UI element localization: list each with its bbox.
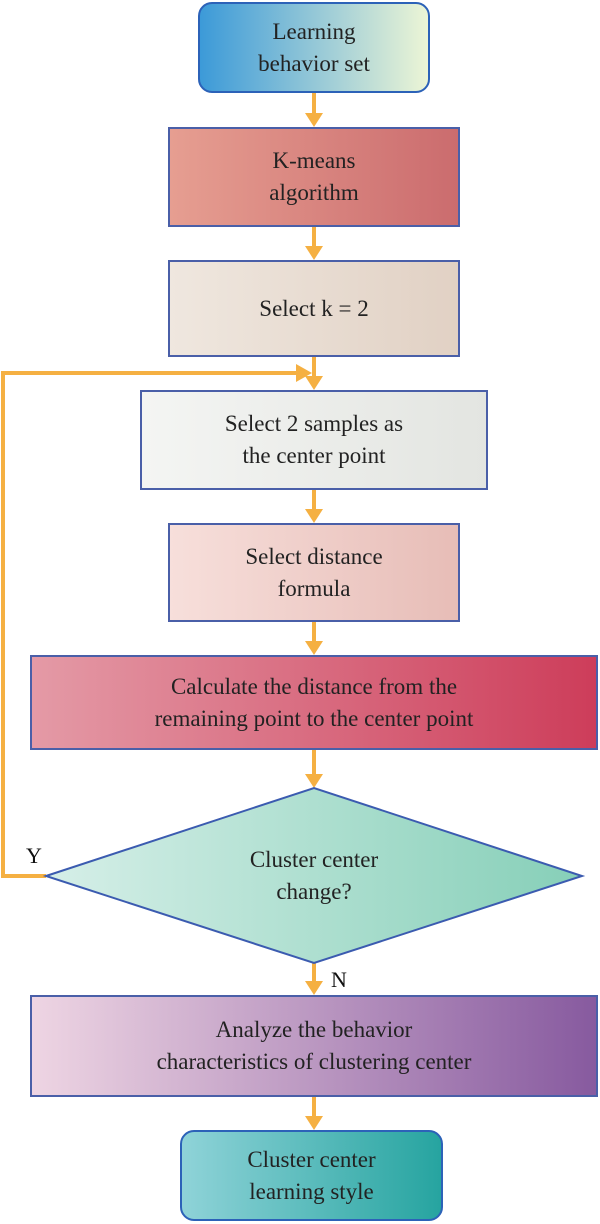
analyze-node: Analyze the behavior characteristics of …	[30, 995, 598, 1097]
calculate-node: Calculate the distance from the remainin…	[30, 655, 598, 750]
select-k-node: Select k = 2	[168, 260, 460, 357]
arrowhead	[305, 774, 323, 788]
start-node: Learning behavior set	[198, 2, 430, 93]
select-samples-node-label: Select 2 samples as the center point	[224, 411, 404, 468]
end-node-label: Cluster center learning style	[247, 1146, 376, 1204]
kmeans-node-label: K-means algorithm	[269, 148, 359, 205]
calculate-node-label: Calculate the distance from the remainin…	[154, 673, 474, 731]
arrowhead	[305, 113, 323, 127]
start-node-label: Learning behavior set	[258, 18, 370, 76]
select-samples-node: Select 2 samples as the center point	[140, 390, 488, 490]
no-label: N	[331, 967, 347, 992]
distance-formula-node-label: Select distance formula	[245, 543, 383, 601]
loop-back-line	[1, 371, 298, 878]
arrowhead	[305, 376, 323, 390]
arrowhead	[305, 1116, 323, 1130]
distance-formula-node: Select distance formula	[168, 523, 460, 622]
select-k-node-label: Select k = 2	[259, 295, 369, 321]
end-node: Cluster center learning style	[180, 1130, 443, 1221]
arrowhead	[305, 641, 323, 655]
arrowhead	[296, 364, 312, 382]
kmeans-node: K-means algorithm	[168, 127, 460, 227]
arrowhead	[305, 246, 323, 260]
arrowhead	[305, 509, 323, 523]
arrowhead	[305, 981, 323, 995]
decision-label: Cluster center change?	[249, 847, 379, 904]
analyze-node-label: Analyze the behavior characteristics of …	[156, 1017, 472, 1074]
yes-label: Y	[26, 843, 42, 868]
decision-diamond	[42, 786, 586, 965]
